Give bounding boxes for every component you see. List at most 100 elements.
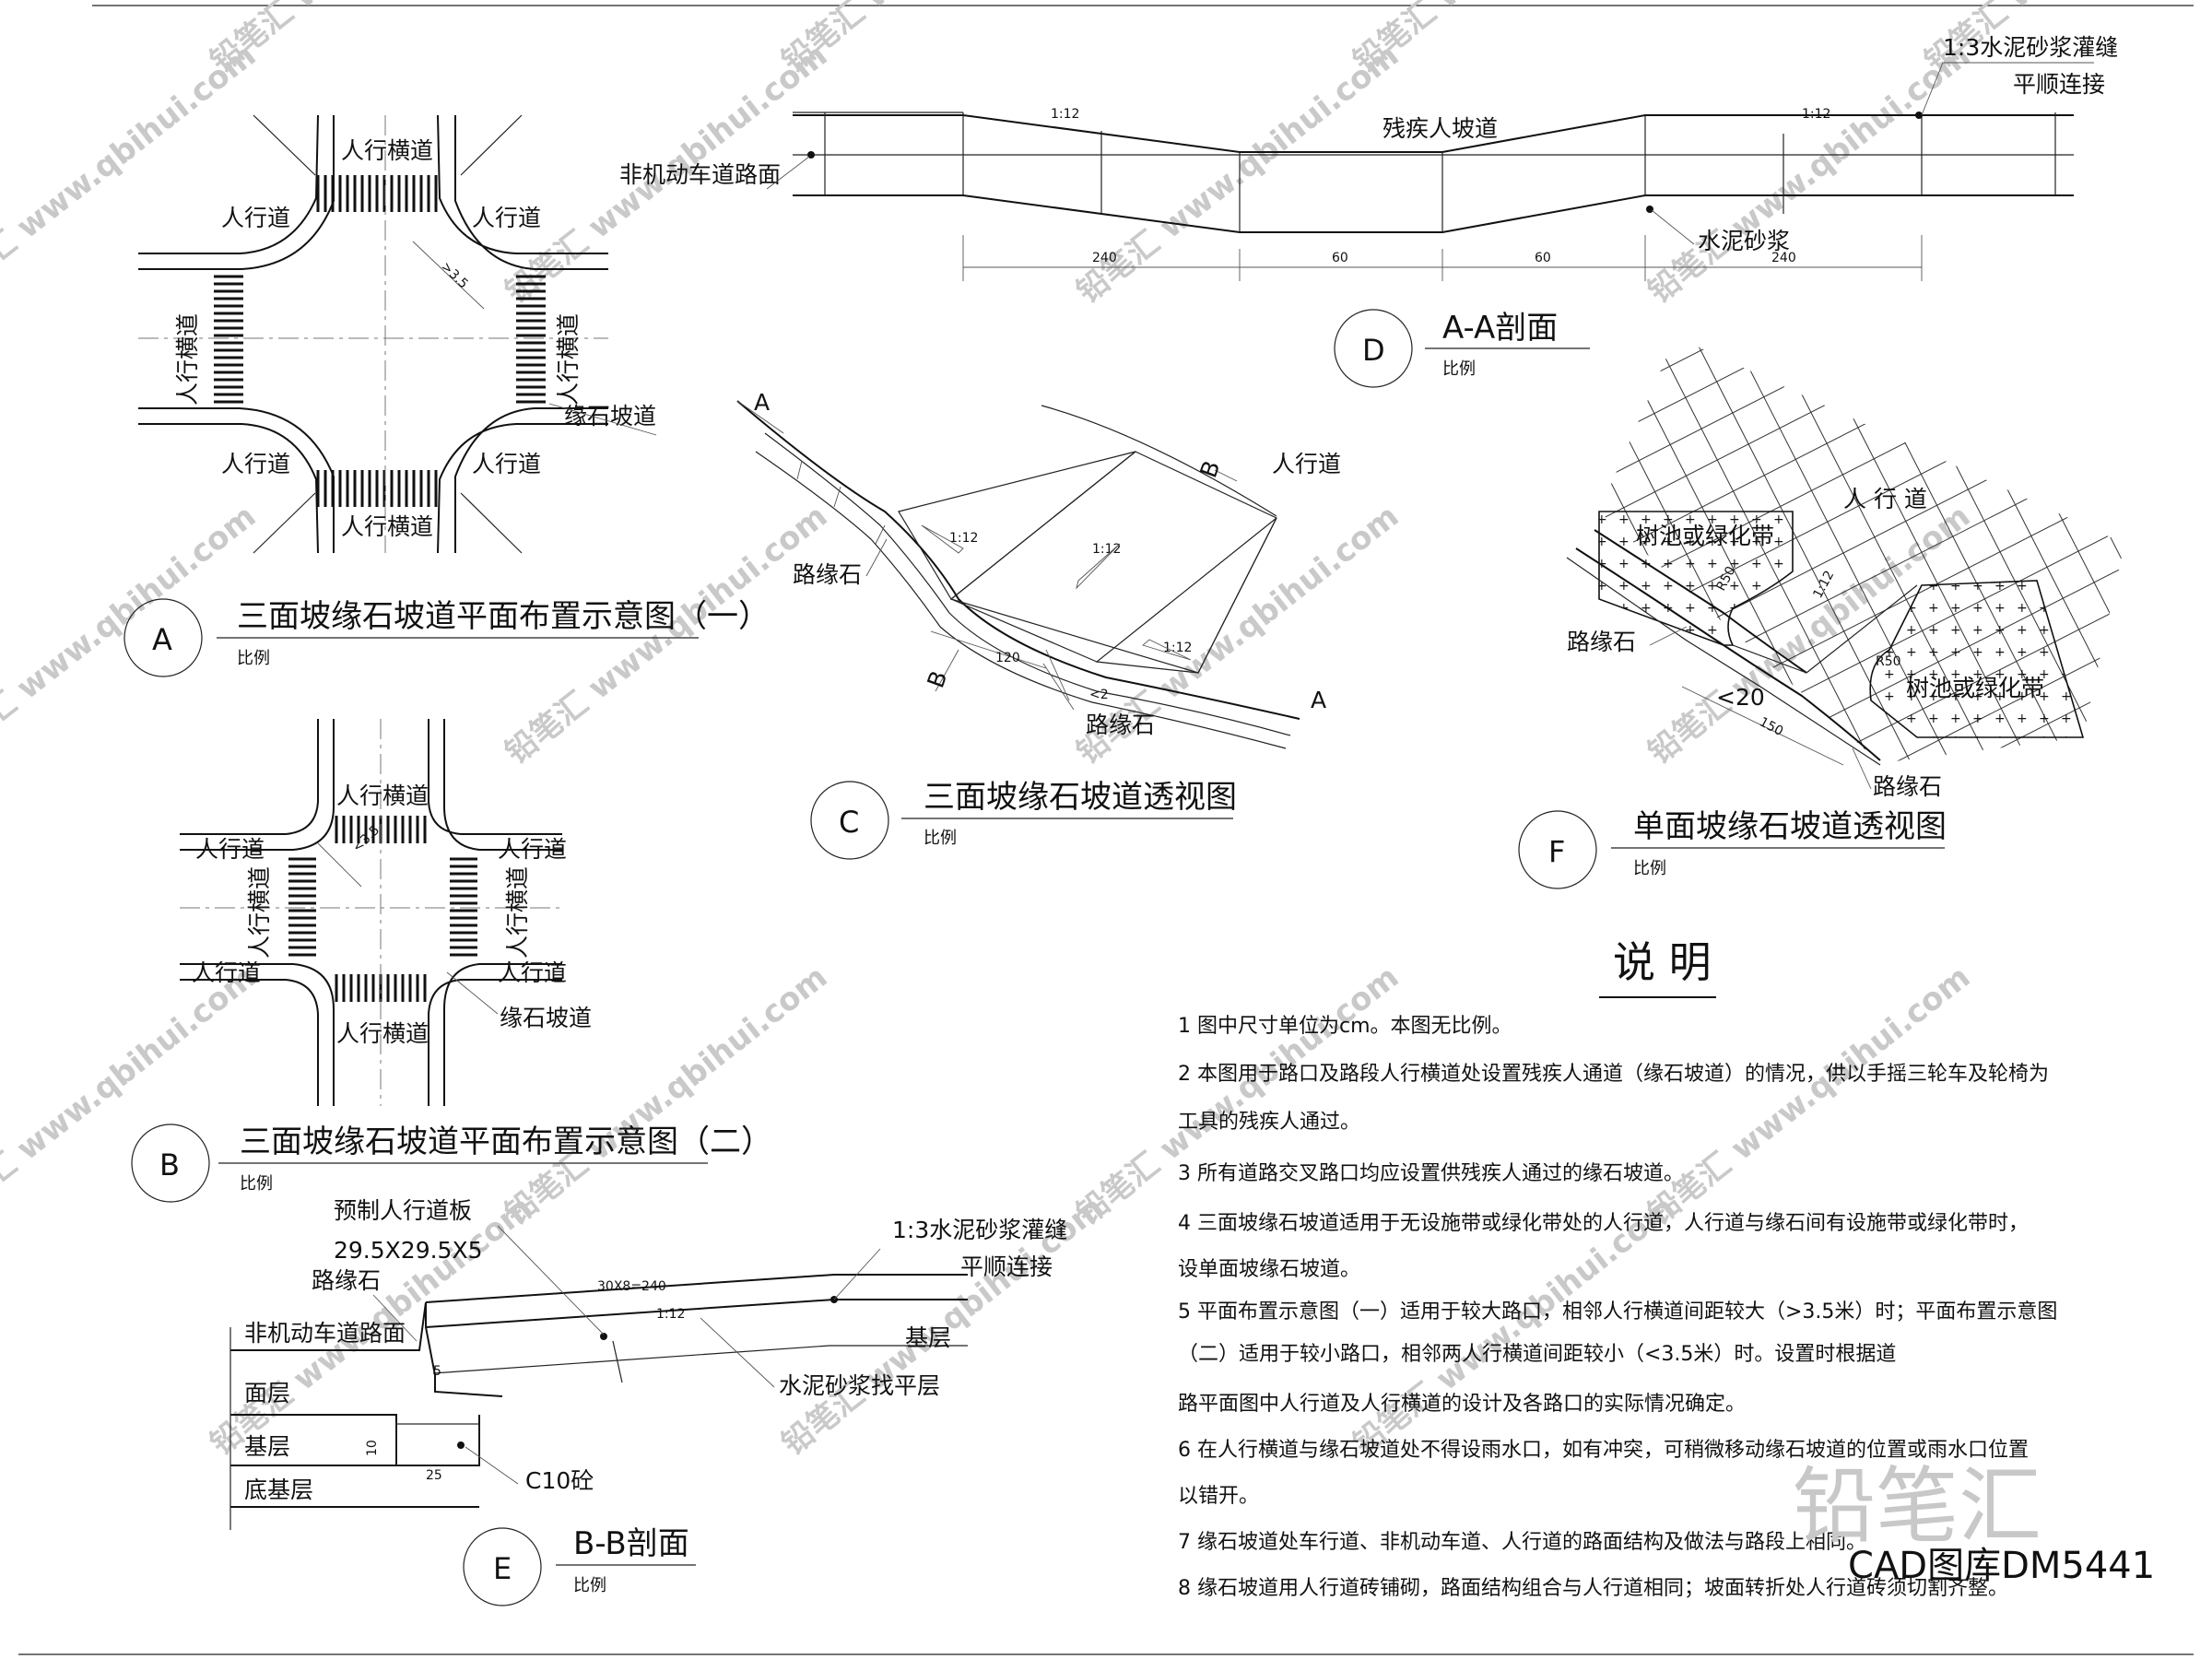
fig-a-ramp-leader [548,403,657,436]
fig-b-crosswalk-left-stripes [288,857,316,957]
fig-f-tree-left-label: 树池或绿化带 [1636,523,1774,549]
note-line: 2 本图用于路口及路段人行横道处设置残疾人通道（缘石坡道）的情况，供以手摇三轮车… [1178,1063,2049,1086]
fig-e-joint-leader [833,1248,881,1300]
fig-c-sidewalk-label: 人行道 [1272,451,1341,477]
paving-grid-line [1599,336,2124,763]
fig-a-sidewalk-br: 人行道 [472,451,541,477]
note-line: 8 缘石坡道用人行道砖铺砌，路面结构组合与人行道相同；坡面转折处人行道砖须切割齐… [1178,1577,2008,1600]
paving-grid-line [1599,336,2124,763]
fig-a-crosswalk-right-stripes [516,275,546,404]
fig-b-crosswalk-bottom-stripes [335,974,427,1002]
fig-a-crosswalk-bottom-stripes [316,470,438,507]
fig-d-dim-1: 240 [1092,251,1117,265]
fig-c-curb-left-label: 路缘石 [793,561,862,588]
fig-e-mark [457,1441,465,1449]
fig-c-curb-inner [764,432,1291,736]
paving-grid-line [1599,336,2124,463]
note-line: 4 三面坡缘石坡道适用于无设施带或绿化带处的人行道，人行道与缘石间有设施带或绿化… [1178,1212,2029,1235]
paving-grid-line [1809,336,2124,763]
fig-f-dim-20: <20 [1716,684,1765,711]
fig-f-ramp-edge [1806,584,1918,674]
fig-d-dim-4: 240 [1771,251,1796,265]
note-line: 1 图中尺寸单位为cm。本图无比例。 [1178,1015,1512,1038]
fig-b-crosswalk-right-label: 人行横道 [504,866,531,959]
fig-e-slab-leader [497,1225,605,1335]
fig-a-crosswalk-bottom-label: 人行横道 [341,513,433,540]
watermark-text: 铅笔汇 www.qbihui.com [1070,959,1406,1232]
fig-a-sidewalk-tr: 人行道 [472,205,541,231]
fig-d-road-leader [766,156,810,190]
note-line: 6 在人行横道与缘石坡道处不得设雨水口，如有冲突，可稍微移动缘石坡道的位置或雨水… [1178,1439,2029,1462]
fig-c-ramp-plane-right [1095,517,1277,674]
fig-b-ramp-label: 缘石坡道 [500,1005,592,1031]
fig-a-sidewalk-tl: 人行道 [221,205,290,231]
fig-b-ramp-leader [446,971,499,1015]
fig-c-curb-tick [875,524,886,545]
fig-a-crosswalk-top-stripes [316,175,438,212]
paving-grid-line [2059,336,2124,763]
fig-e-base-right-label: 基层 [905,1324,951,1351]
watermark-text: 铅笔汇 www.qbihui.com [499,959,834,1232]
fig-d-joint-leader [1921,62,1944,116]
watermark-text: 铅笔汇 www.qbihui.com [1641,959,1977,1232]
fig-e-break [612,1340,623,1383]
fig-e-ratio: 比例 [573,1576,606,1595]
fig-f-ramp-edge [1732,644,1807,674]
fig-c-title: 三面坡缘石坡道透视图 [924,779,1237,816]
fig-f-dim-150: 150 [1757,714,1785,739]
fig-a-letter-circle [124,598,203,677]
fig-f-curb-line [1566,557,1881,766]
fig-a-ratio: 比例 [237,649,270,668]
note-line: 路平面图中人行道及人行横道的设计及各路口的实际情况确定。 [1178,1393,1746,1416]
fig-e-base-label: 基层 [244,1433,290,1460]
fig-e-subbase-label: 底基层 [244,1477,313,1503]
paving-grid-line [1599,336,2124,763]
fig-c-ratio: 比例 [924,829,957,848]
fig-f-curb-bottom-leader [1852,747,1872,790]
fig-a-curb-tr [437,114,608,270]
fig-e-concrete-block [395,1423,480,1466]
fig-d-road-label: 非机动车道路面 [619,161,781,188]
fig-f-ratio: 比例 [1633,859,1666,878]
fig-c-curb-left-leader [865,538,888,577]
fig-a-ramp-label: 缘石坡道 [564,403,656,429]
fig-f-curb-left-leader [1649,626,1688,646]
paving-grid-line [1965,336,2124,763]
fig-b-letter: B [159,1147,180,1182]
fig-d-letter: D [1362,333,1385,368]
fig-c-slope-arrow [921,524,964,554]
fig-e-curb-leader [372,1294,418,1342]
fig-e-road-label: 非机动车道路面 [244,1320,406,1347]
fig-e-joint-note: 1:3水泥砂浆灌缝 [892,1217,1067,1243]
fig-f-curb-inner [1594,529,1807,674]
fig-c-slope-arrow [1142,639,1192,661]
fig-c-dim-2-text: <2 [1089,688,1109,702]
fig-c-dim-120-text: 120 [995,651,1020,665]
fig-d-slope-right: 1:12 [1802,107,1830,122]
fig-c-letter-circle [810,781,889,860]
brand-logo-watermark: 铅笔汇 [1793,1458,2041,1555]
fig-c-curb-tick [833,486,841,508]
paving-grid-line [1599,336,2124,431]
fig-c-section-b-line [935,649,959,692]
fig-d-mark [1915,112,1923,119]
figure-d-section-aa: 1:12 1:12 残疾人坡道 非机动车道路面 1:3水泥砂浆灌缝 平顺连接 水… [619,34,2118,388]
note-line: 以错开。 [1178,1485,1259,1508]
fig-e-dim-5: 5 [433,1364,441,1379]
fig-f-letter-circle [1518,810,1597,889]
fig-d-pavement-top [793,114,2074,153]
fig-b-curb-tr [428,719,562,851]
note-line: 3 所有道路交叉路口均应设置供残疾人通过的缘石坡道。 [1178,1162,1684,1185]
fig-d-mark [1646,206,1653,213]
fig-e-curb-label: 路缘石 [312,1267,381,1294]
fig-c-curb-bottom-label: 路缘石 [1086,712,1155,738]
fig-e-letter: E [493,1551,512,1586]
fig-c-letter: C [839,805,859,840]
watermark-text: 铅笔汇 www.qbihui.com [0,498,263,771]
fig-a-crosswalk-top-label: 人行横道 [341,137,433,164]
fig-e-mark [600,1333,607,1340]
paving-grid-line [1599,336,2124,763]
figure-e-section-bb: 30X8=240 1:12 5 10 25 预制人行道板 29.5X29.5X5… [229,1197,1067,1606]
notes-section: 说 明 1 图中尺寸单位为cm。本图无比例。 2 本图用于路口及路段人行横道处设… [1178,937,2057,1600]
fig-f-tree-bed-left [1598,511,1794,646]
